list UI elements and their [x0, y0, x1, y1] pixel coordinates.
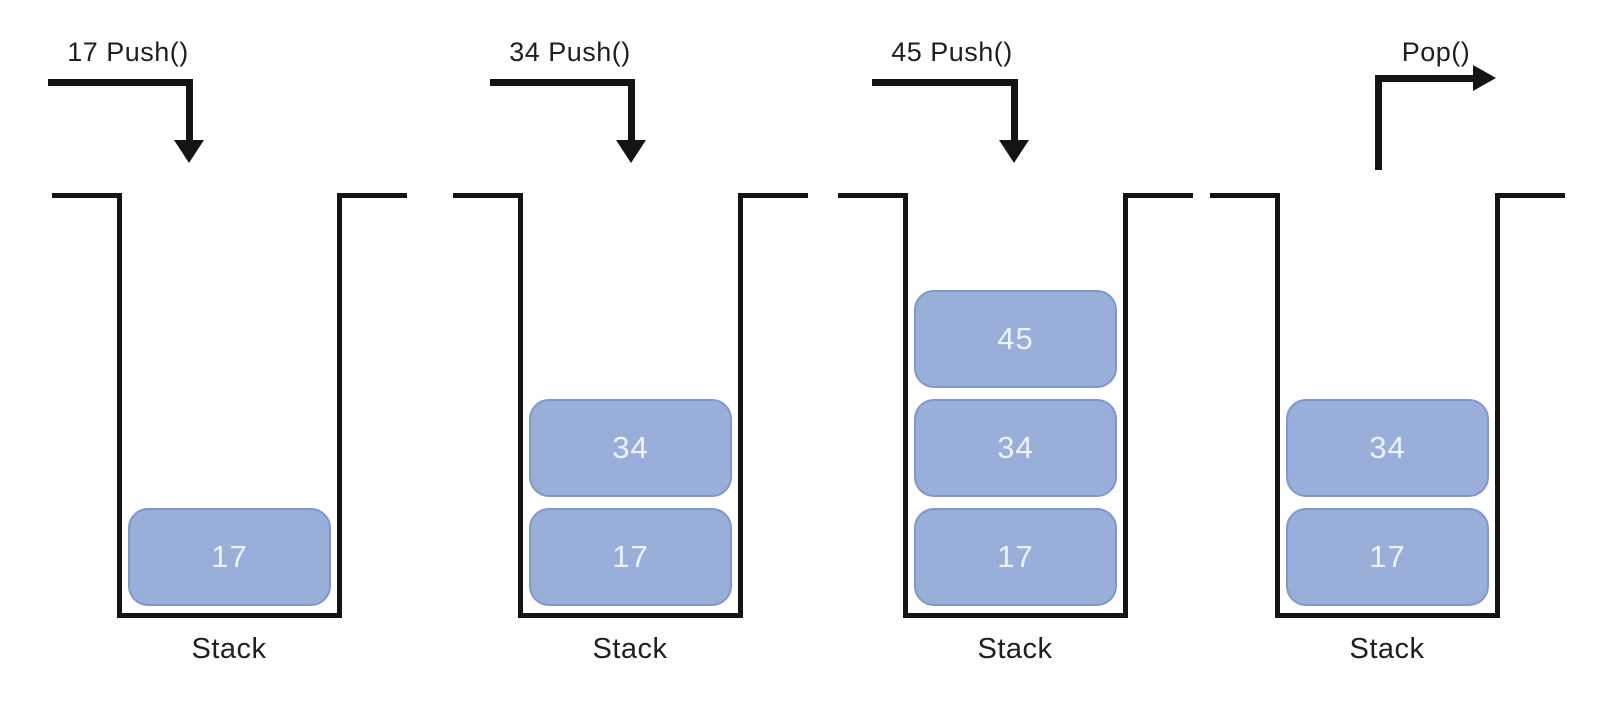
stack-item: 17 — [128, 508, 331, 606]
operation-label: 45 Push() — [891, 37, 1013, 67]
arrow-head-down — [174, 140, 204, 163]
stack-caption: Stack — [977, 633, 1053, 665]
stack-rim-left — [838, 193, 903, 198]
arrow-shaft-vertical — [628, 79, 635, 141]
arrow-shaft-vertical — [186, 79, 193, 141]
stack-rim-left — [52, 193, 117, 198]
operation-label: 17 Push() — [67, 37, 189, 67]
arrow-shaft-vertical — [1011, 79, 1018, 141]
stack-caption: Stack — [1349, 633, 1425, 665]
stack-caption: Stack — [191, 633, 267, 665]
arrow-shaft-horizontal — [490, 79, 635, 86]
arrow-head-down — [999, 140, 1029, 163]
stack-item: 17 — [914, 508, 1117, 606]
arrow-head-right — [1473, 65, 1496, 91]
stack-item: 34 — [529, 399, 732, 497]
arrow-shaft-vertical — [1375, 75, 1382, 170]
stack-rim-left — [453, 193, 518, 198]
stack-container: 45 34 17 — [903, 193, 1128, 618]
stack-caption: Stack — [592, 633, 668, 665]
panel-push-17: 17 Push() 17 Stack — [0, 0, 407, 704]
arrow-shaft-horizontal — [1375, 75, 1473, 82]
stack-item: 34 — [1286, 399, 1489, 497]
stack-rim-left — [1210, 193, 1275, 198]
stack-item: 45 — [914, 290, 1117, 388]
stack-item: 17 — [529, 508, 732, 606]
stack-rim-right — [342, 193, 407, 198]
panel-push-45: 45 Push() 45 34 17 Stack — [802, 0, 1203, 704]
panel-pop: Pop() 34 17 Stack — [1203, 0, 1604, 704]
stack-container: 17 — [117, 193, 342, 618]
stack-item: 34 — [914, 399, 1117, 497]
arrow-head-down — [616, 140, 646, 163]
stack-rim-right — [1500, 193, 1565, 198]
operation-label: 34 Push() — [509, 37, 631, 67]
arrow-shaft-horizontal — [872, 79, 1018, 86]
stack-rim-right — [743, 193, 808, 198]
panel-push-34: 34 Push() 34 17 Stack — [401, 0, 808, 704]
arrow-shaft-horizontal — [48, 79, 193, 86]
stack-container: 34 17 — [518, 193, 743, 618]
operation-label: Pop() — [1401, 37, 1471, 67]
stack-item: 17 — [1286, 508, 1489, 606]
stack-container: 34 17 — [1275, 193, 1500, 618]
stack-rim-right — [1128, 193, 1193, 198]
